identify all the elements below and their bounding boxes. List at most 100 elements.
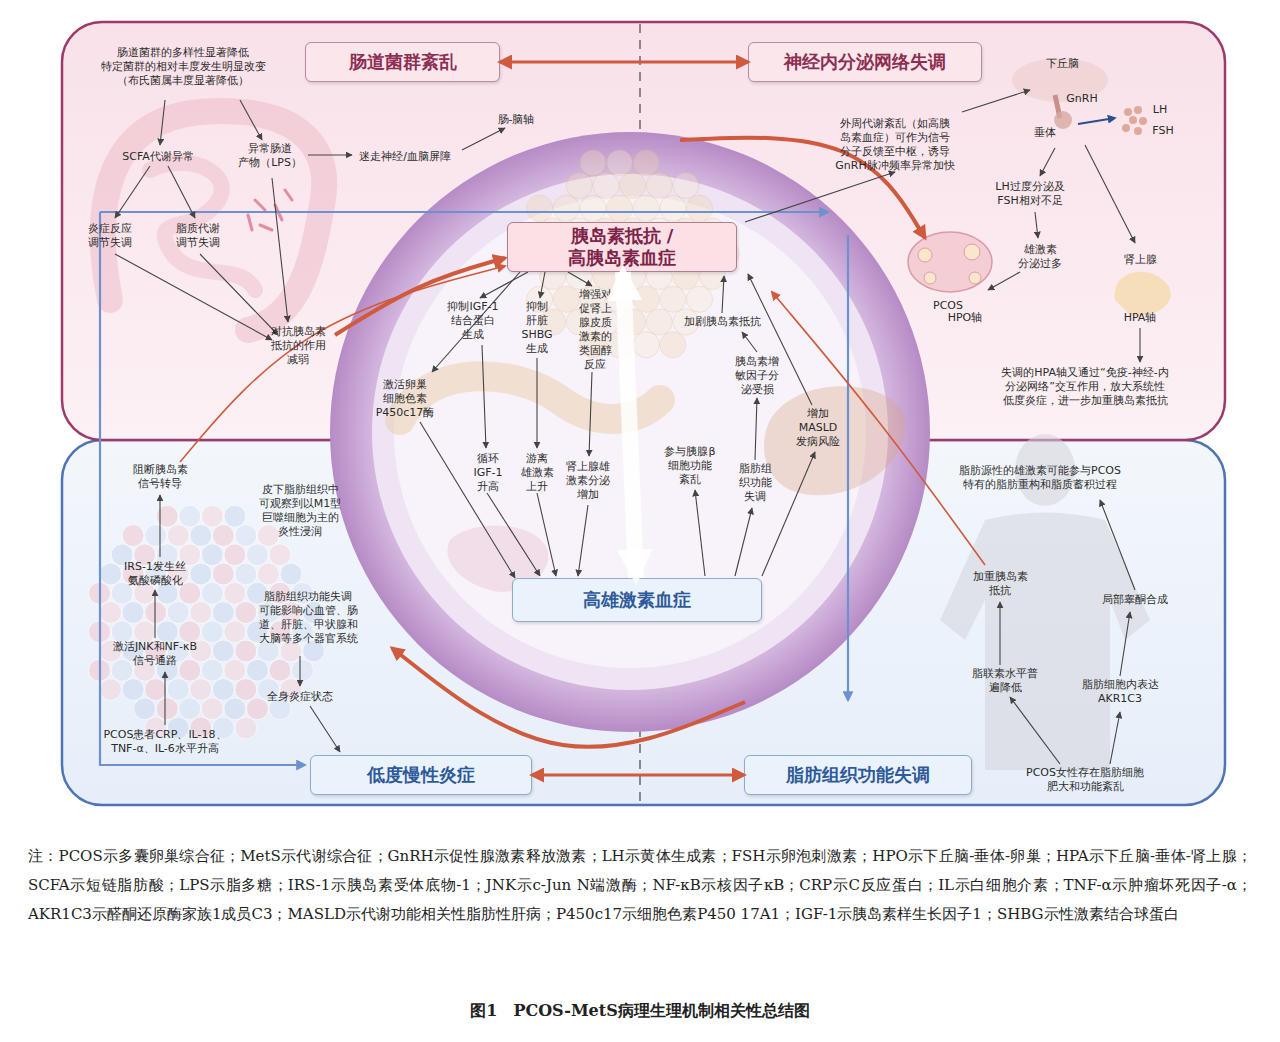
flow-arrow — [578, 505, 588, 576]
annotation-text: GnRH — [1065, 92, 1099, 106]
annotation-text: 迷走神经/血脑屏障 — [358, 150, 452, 164]
pituitary-art — [1054, 111, 1072, 129]
flow-arrow — [200, 254, 278, 335]
annotation-text: PCOS患者CRP、IL-18、 TNF-α、IL-6水平升高 — [102, 728, 228, 756]
cell-shape — [190, 602, 212, 624]
cell-shape — [212, 563, 234, 585]
cell-shape — [660, 332, 686, 358]
cell-shape — [201, 659, 223, 681]
annotation-text: 激活JNK和NF-κB 信号通路 — [112, 640, 199, 668]
cell-shape — [246, 544, 268, 566]
heading-box: 高雄激素血症 — [512, 578, 762, 622]
cell-shape — [100, 602, 122, 624]
cell-shape — [292, 659, 314, 681]
decor-shape — [924, 272, 936, 284]
annotation-text: 异常肠道 产物（LPS） — [237, 142, 303, 170]
flow-arrow — [1139, 328, 1140, 362]
cell-shape — [269, 659, 291, 681]
heading-box: 低度慢性炎症 — [310, 755, 532, 795]
annotation-text: 脂肪组织功能失调 可能影响心血管、肠 道、肝脏、甲状腺和 大脑等多个器官系统 — [258, 590, 359, 646]
flow-arrow — [1078, 118, 1115, 124]
annotation-text: 胰岛素增 敏因子分 泌受损 — [734, 355, 780, 397]
heading-text: 胰岛素抵抗 /高胰岛素血症 — [564, 225, 681, 270]
flow-arrow — [536, 358, 537, 448]
heading-box: 肠道菌群紊乱 — [305, 42, 500, 82]
cell-shape — [257, 563, 279, 585]
cell-shape — [593, 173, 619, 199]
cell-shape — [553, 286, 579, 312]
cell-shape — [179, 505, 201, 527]
cell-shape — [201, 621, 223, 643]
decor-shape — [248, 215, 252, 230]
cell-shape — [633, 195, 659, 221]
follicle-art — [918, 244, 981, 284]
flow-arrow — [462, 128, 505, 150]
connector-arrow — [532, 774, 744, 777]
flow-arrow — [240, 100, 262, 140]
annotation-text: 对抗胰岛素 抵抗的作用 减弱 — [270, 325, 327, 367]
cell-shape — [246, 659, 268, 681]
cell-shape — [687, 195, 713, 221]
decor-shape — [285, 190, 292, 200]
cell-shape — [212, 525, 234, 547]
cell-shape — [620, 173, 646, 199]
annotation-text: 游离 雄激素 上升 — [520, 452, 555, 494]
cell-shape — [212, 679, 234, 701]
flow-arrow — [847, 235, 849, 700]
cell-shape — [646, 309, 672, 335]
cell-shape — [134, 698, 156, 720]
heading-text: 肠道菌群紊乱 — [348, 51, 458, 74]
annotation-text: 增强对 促肾上 腺皮质 激素的 类固醇 反应 — [578, 288, 613, 372]
cell-shape — [167, 602, 189, 624]
cell-shape — [100, 679, 122, 701]
annotation-text: 下丘脑 — [1045, 57, 1080, 71]
flow-arrow — [115, 254, 272, 340]
cell-shape — [201, 698, 223, 720]
cell-shape — [235, 717, 257, 739]
cell-shape — [235, 602, 257, 624]
cell-shape — [190, 563, 212, 585]
inner-ring — [372, 174, 888, 690]
annotation-text: 肾上腺雄 激素分泌 增加 — [565, 460, 611, 502]
cell-shape — [235, 563, 257, 585]
cell-shape — [100, 563, 122, 585]
cell-shape — [224, 621, 246, 643]
flow-arrow — [962, 90, 1030, 112]
flow-arrow — [420, 422, 515, 578]
annotation-text: PCOS女性存在脂肪细胞 肥大和功能紊乱 — [1025, 766, 1145, 794]
heading-text: 神经内分泌网络失调 — [783, 51, 947, 74]
annotation-text: 加重胰岛素 抵抗 — [972, 570, 1029, 598]
flow-arrow — [735, 508, 752, 576]
flow-arrow — [745, 172, 895, 222]
annotation-text: FSH — [1151, 124, 1175, 138]
cell-shape — [580, 195, 606, 221]
flow-arrow — [742, 332, 757, 352]
flow-arrow — [537, 493, 556, 576]
cell-shape — [257, 525, 279, 547]
annotation-text: 脂联素水平普 遍降低 — [971, 667, 1039, 695]
bacteria-art — [248, 190, 292, 230]
cell-shape — [122, 602, 144, 624]
decor-shape — [260, 225, 272, 230]
annotation-text: 阻断胰岛素 信号转导 — [132, 463, 189, 491]
cell-shape — [156, 698, 178, 720]
annotation-text: SCFA代谢异常 — [121, 150, 195, 164]
heading-box: 神经内分泌网络失调 — [748, 42, 982, 82]
annotation-text: LH过度分泌及 FSH相对不足 — [994, 180, 1066, 208]
flow-arrow — [480, 272, 528, 298]
flow-arrow — [115, 166, 150, 218]
cell-shape — [246, 698, 268, 720]
flow-arrow — [1035, 212, 1038, 238]
annotation-text: 脂肪细胞内表达 AKR1C3 — [1081, 678, 1160, 706]
flow-arrow — [272, 178, 288, 322]
flow-arrow — [180, 266, 505, 462]
cell-shape — [620, 309, 646, 335]
cell-shape — [224, 582, 246, 604]
flow-arrow — [310, 706, 340, 752]
annotation-text: 抑制 肝脏 SHBG 生成 — [520, 300, 554, 356]
flow-arrow — [160, 100, 165, 145]
cell-shape — [145, 602, 167, 624]
flow-arrow — [1120, 612, 1130, 676]
outer-ring — [330, 132, 930, 732]
annotation-text: 脂质代谢 调节失调 — [175, 222, 221, 250]
